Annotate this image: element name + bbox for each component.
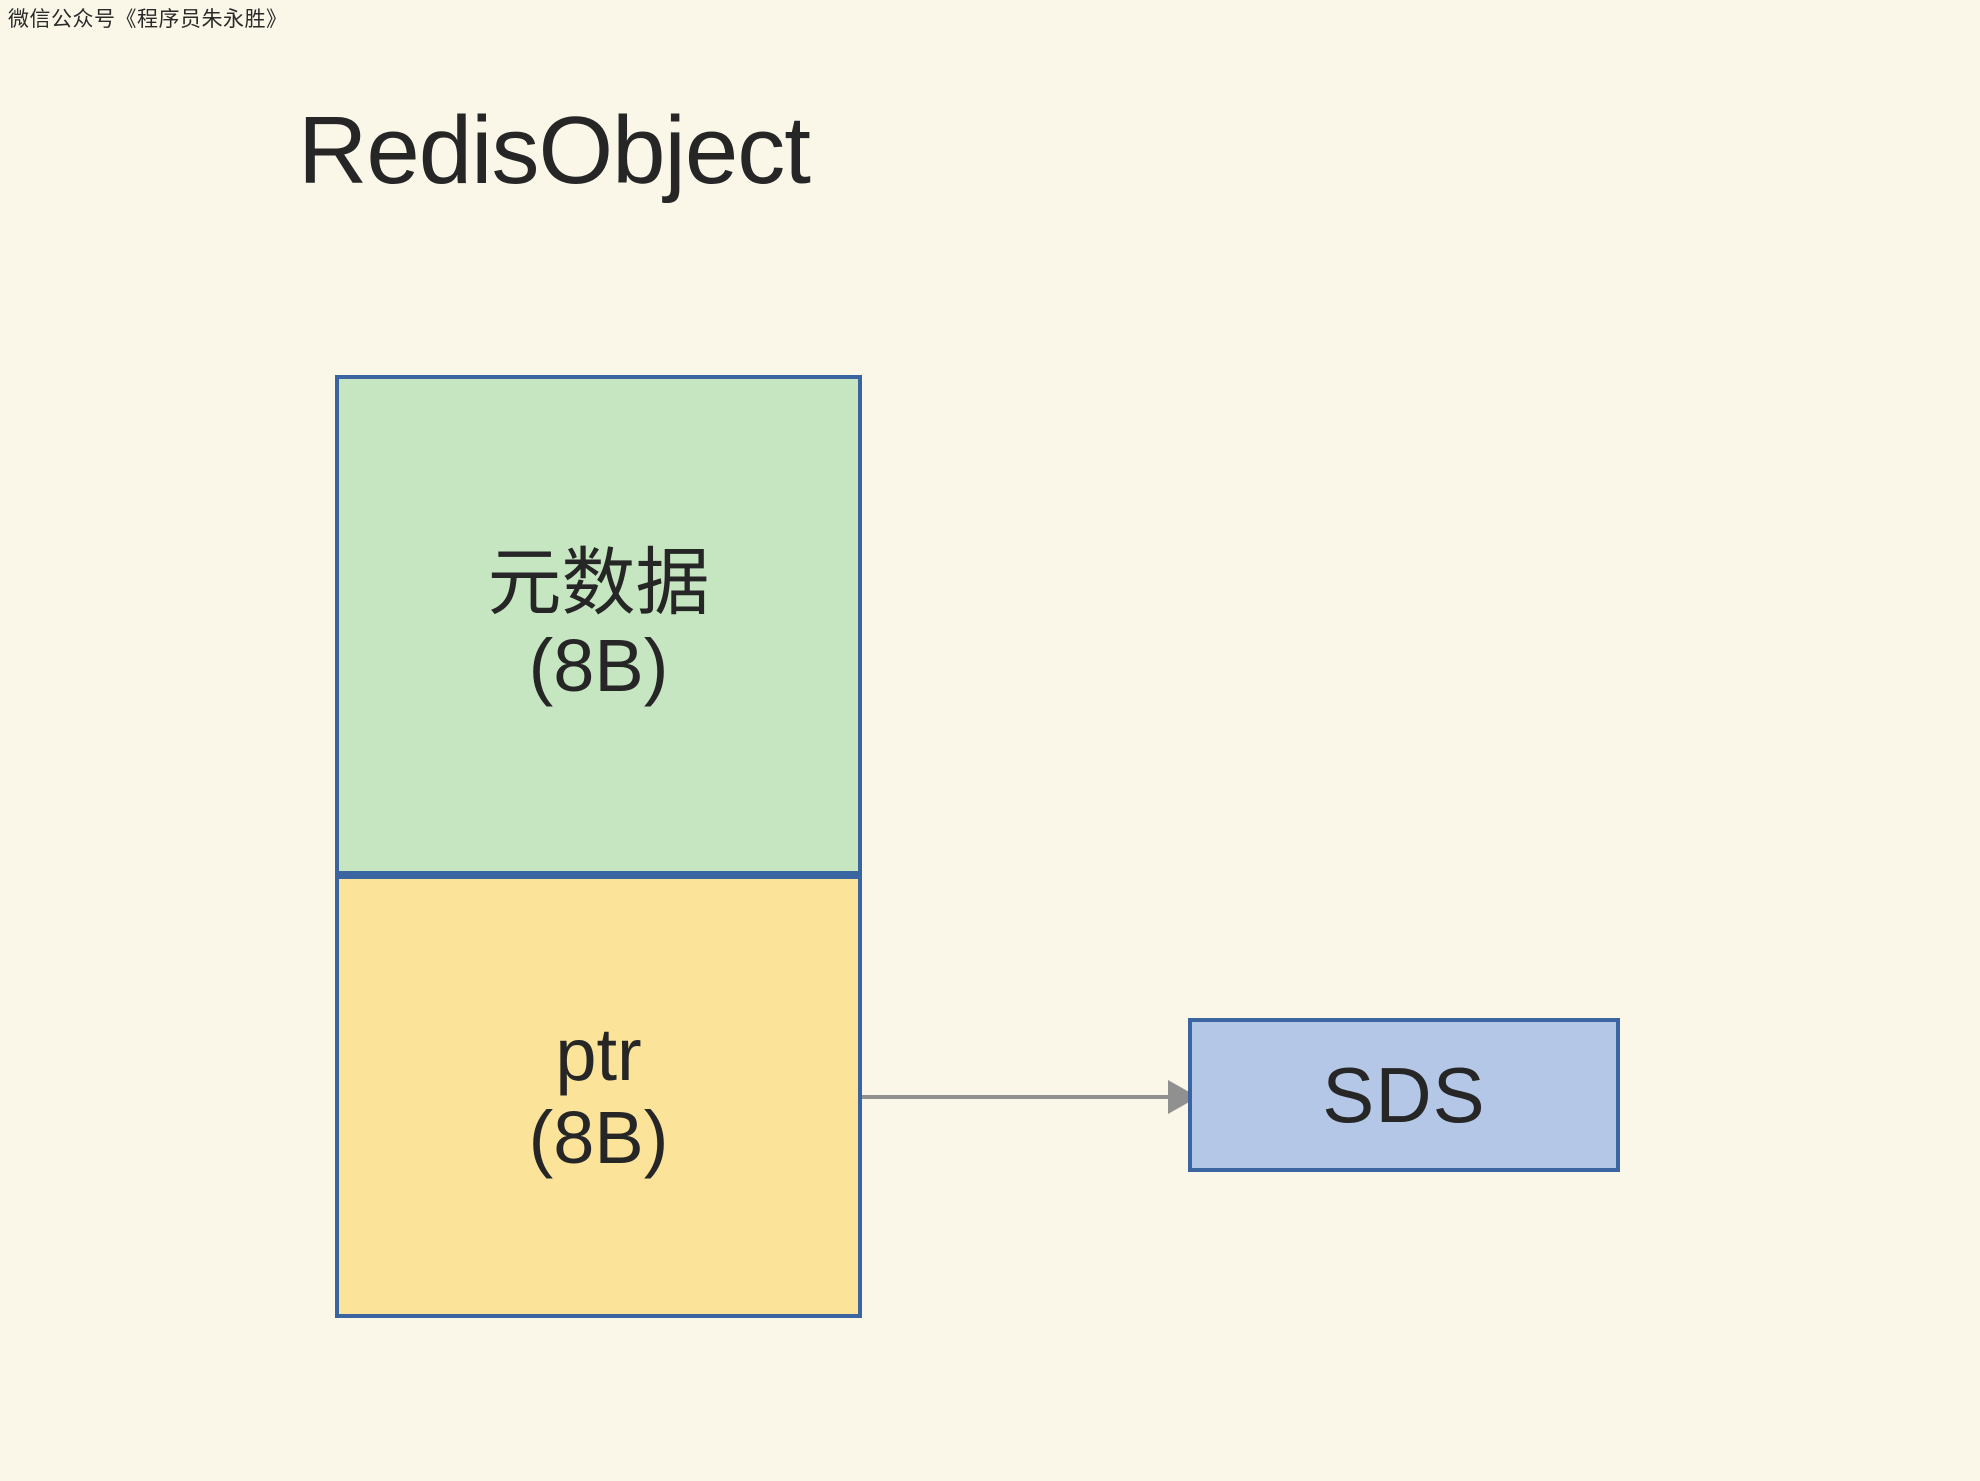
ptr-to-sds-arrow bbox=[862, 1080, 1198, 1114]
struct-field-metadata-size: (8B) bbox=[528, 624, 669, 707]
struct-field-metadata-label: 元数据 bbox=[487, 540, 710, 627]
watermark-text: 微信公众号《程序员朱永胜》 bbox=[8, 7, 288, 31]
struct-field-ptr-size: (8B) bbox=[528, 1095, 669, 1179]
redisobject-struct: 元数据 (8B) ptr (8B) bbox=[335, 375, 862, 1318]
struct-field-metadata: 元数据 (8B) bbox=[335, 375, 862, 875]
sds-box: SDS bbox=[1188, 1018, 1620, 1172]
struct-field-ptr: ptr (8B) bbox=[335, 875, 862, 1318]
struct-field-ptr-label: ptr bbox=[555, 1012, 642, 1096]
page-title: RedisObject bbox=[298, 97, 811, 204]
sds-label: SDS bbox=[1322, 1050, 1486, 1139]
